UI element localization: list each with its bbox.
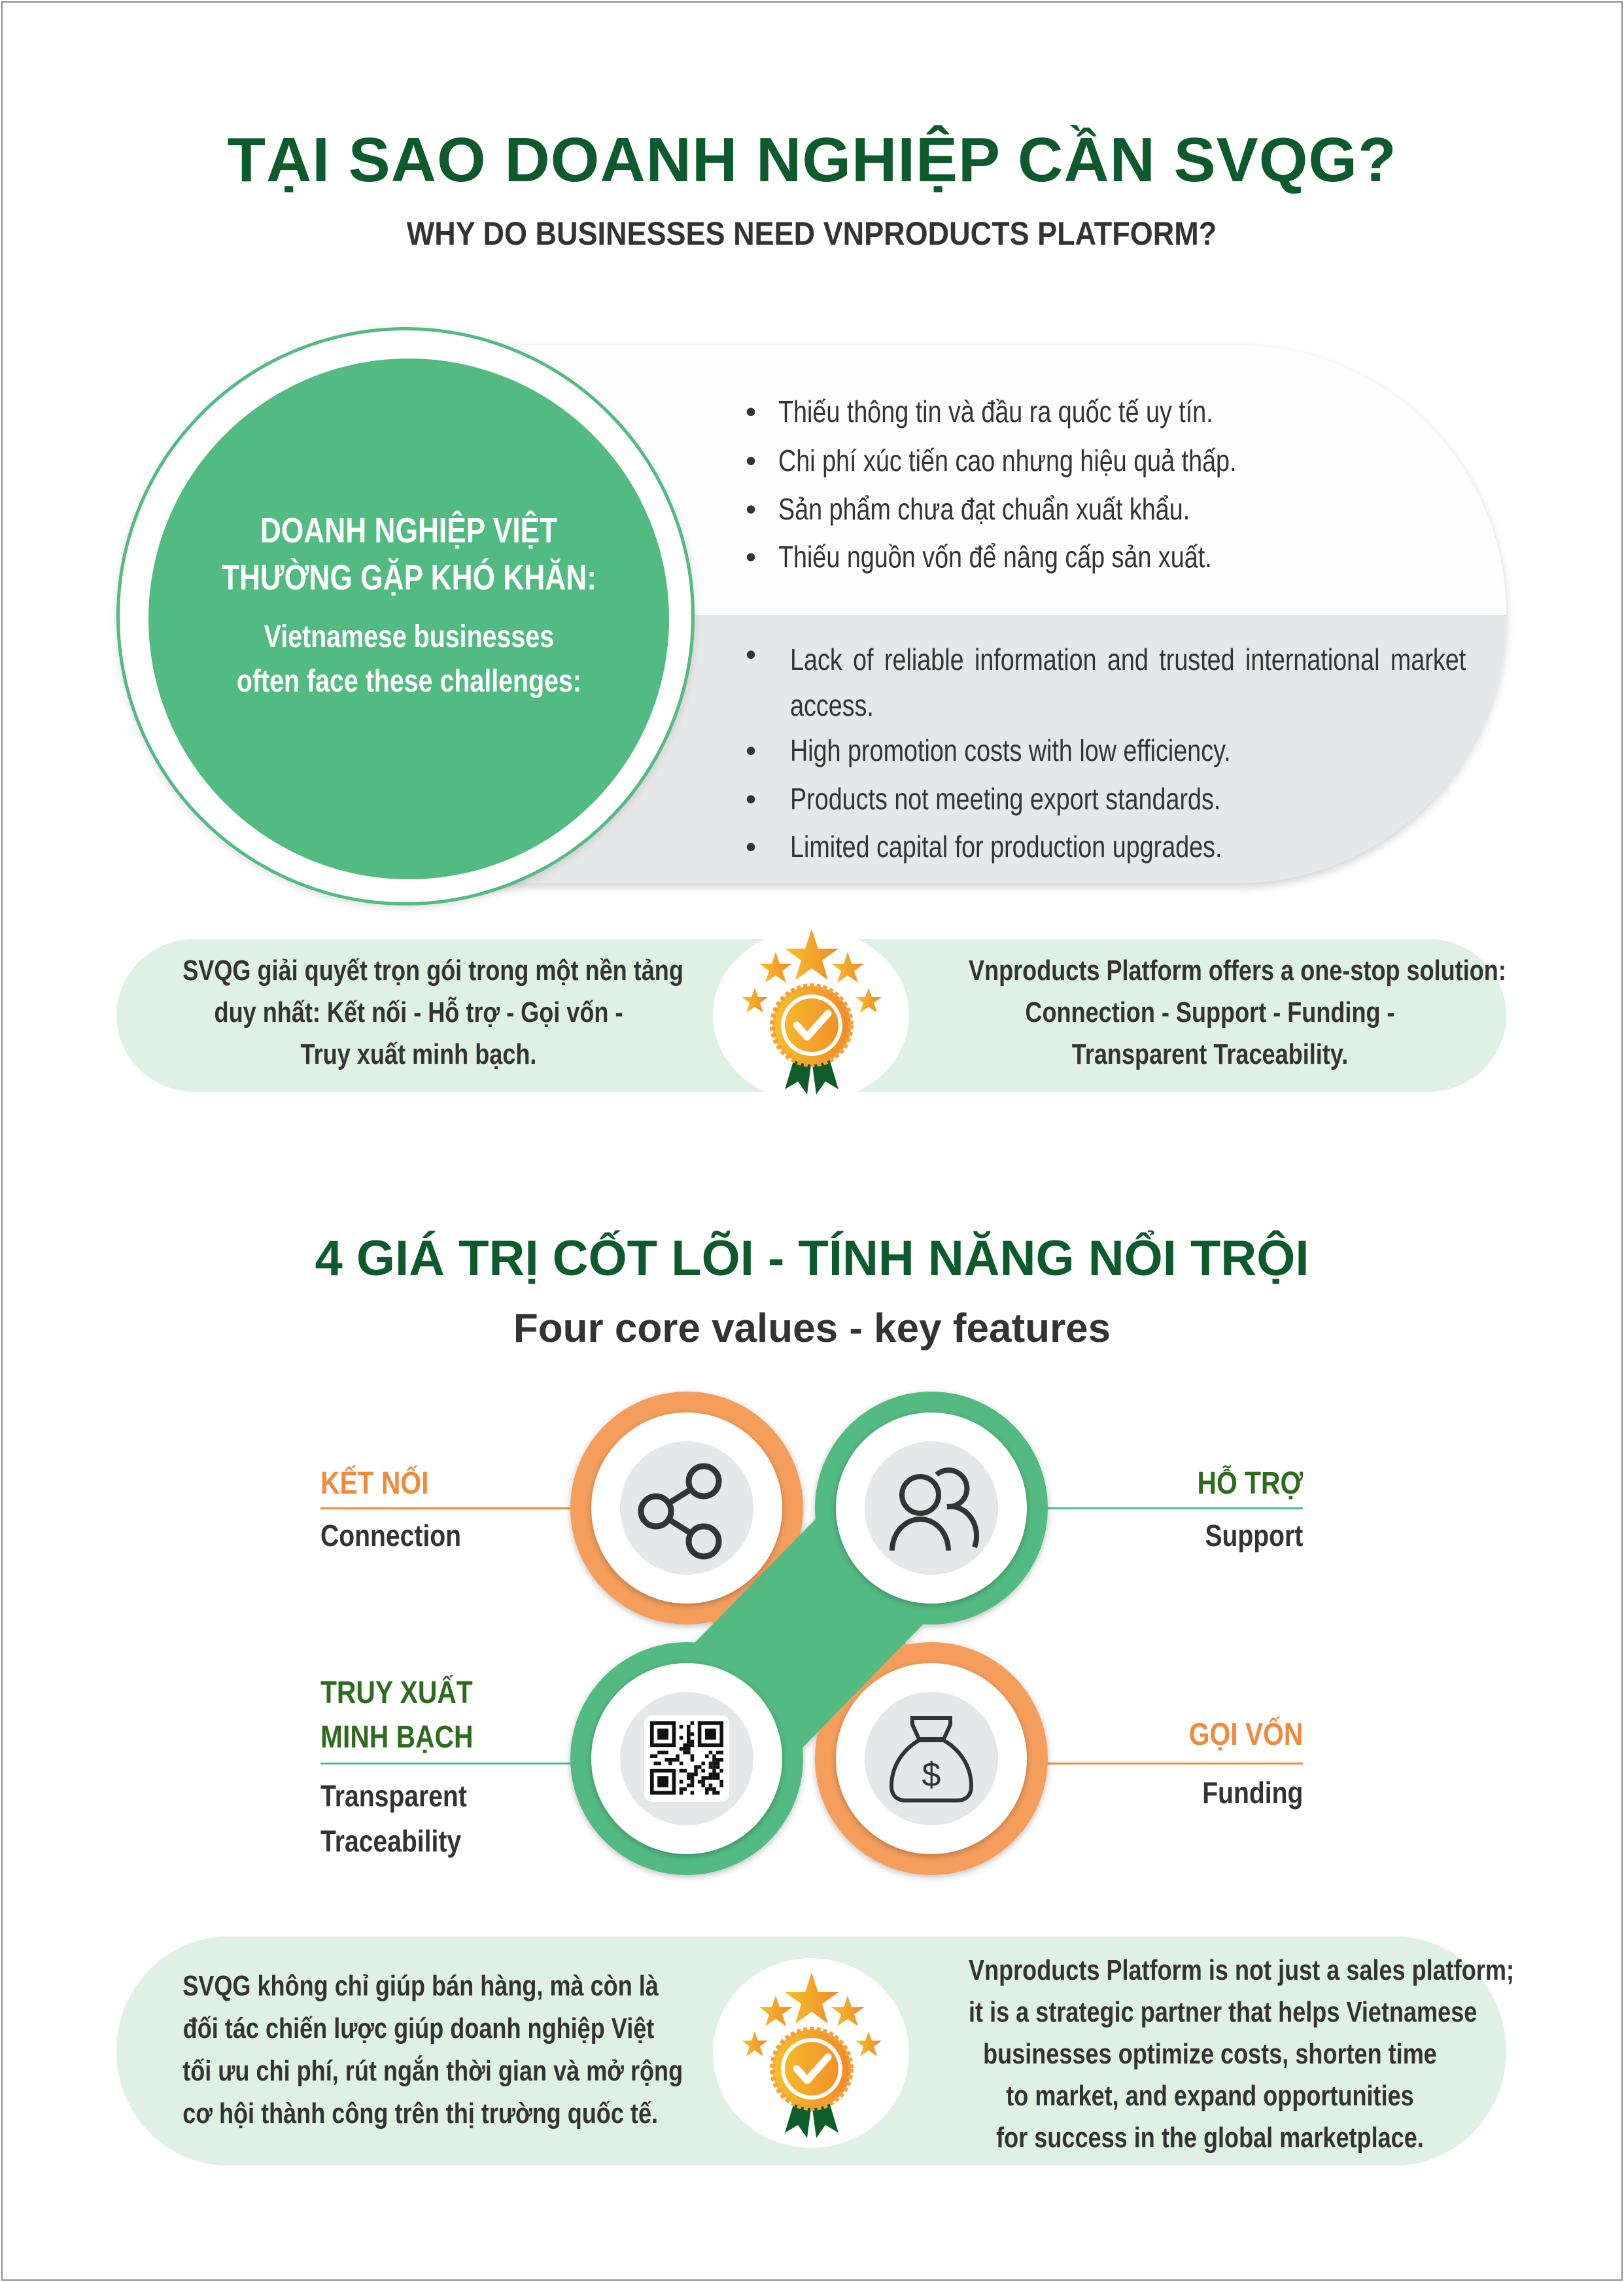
value-support-en: Support (1205, 1518, 1303, 1553)
challenge-vi-item: •Sản phẩm chưa đạt chuẩn xuất khẩu. (746, 492, 1190, 526)
closing-text-en: Vnproducts Platform is not just a sales … (969, 1954, 1514, 2154)
value-funding-en: Funding (1201, 1776, 1303, 1810)
core-values-subtitle: Four core values - key features (513, 1306, 1111, 1351)
connector-line (1046, 1763, 1303, 1764)
challenge-en-item: •High promotion costs with low efficienc… (746, 733, 1231, 767)
money-bag-icon: $ (889, 1716, 974, 1802)
challenge-vi-item: •Thiếu thông tin và đầu ra quốc tế uy tí… (746, 395, 1213, 429)
value-traceability-vi-2: MINH BẠCH (320, 1720, 474, 1755)
award-badge-icon (742, 929, 882, 1095)
value-traceability-en-2: Traceability (320, 1824, 462, 1858)
page-subtitle: WHY DO BUSINESSES NEED VNPRODUCTS PLATFO… (407, 215, 1217, 252)
challenge-en-item: •Products not meeting export standards. (746, 782, 1221, 816)
users-icon (890, 1467, 980, 1551)
circle-heading-vi-1: DOANH NGHIỆP VIỆT (260, 511, 558, 550)
svg-text:$: $ (922, 1756, 941, 1794)
solution-text-en: Vnproducts Platform offers a one-stop so… (969, 955, 1506, 1070)
challenge-vi-item: •Chi phí xúc tiến cao nhưng hiệu quả thấ… (746, 444, 1237, 478)
value-support-vi: HỖ TRỢ (1197, 1466, 1303, 1501)
core-values-title: 4 GIÁ TRỊ CỐT LÕI - TÍNH NĂNG NỔI TRỘI (315, 1231, 1309, 1286)
connector-line (320, 1507, 576, 1509)
award-badge-icon (742, 1973, 882, 2138)
circle-heading-vi-2: THƯỜNG GẶP KHÓ KHĂN: (221, 558, 596, 597)
connector-line (1046, 1507, 1303, 1509)
value-connection-en: Connection (320, 1518, 462, 1553)
circle-heading-en-1: Vietnamese businesses (264, 620, 554, 654)
challenge-vi-item: •Thiếu nguồn vốn để nâng cấp sản xuất. (746, 540, 1212, 574)
value-funding-vi: GỌI VỐN (1188, 1717, 1303, 1752)
share-icon (638, 1463, 722, 1560)
solution-text-vi: SVQG giải quyết trọn gói trong một nền t… (182, 955, 683, 1070)
value-traceability-en: Transparent (320, 1779, 467, 1813)
value-connection-vi: KẾT NỐI (320, 1466, 429, 1501)
core-values-diagram: $ (570, 1392, 1048, 1875)
challenge-en-item: •Limited capital for production upgrades… (746, 830, 1222, 864)
qr-code-icon (644, 1715, 729, 1802)
connector-line (320, 1763, 576, 1764)
challenges-circle (148, 359, 669, 879)
circle-heading-en-2: often face these challenges: (236, 664, 581, 699)
value-traceability-vi: TRUY XUẤT (320, 1676, 473, 1710)
page-title: TẠI SAO DOANH NGHIỆP CẦN SVQG? (227, 125, 1397, 195)
